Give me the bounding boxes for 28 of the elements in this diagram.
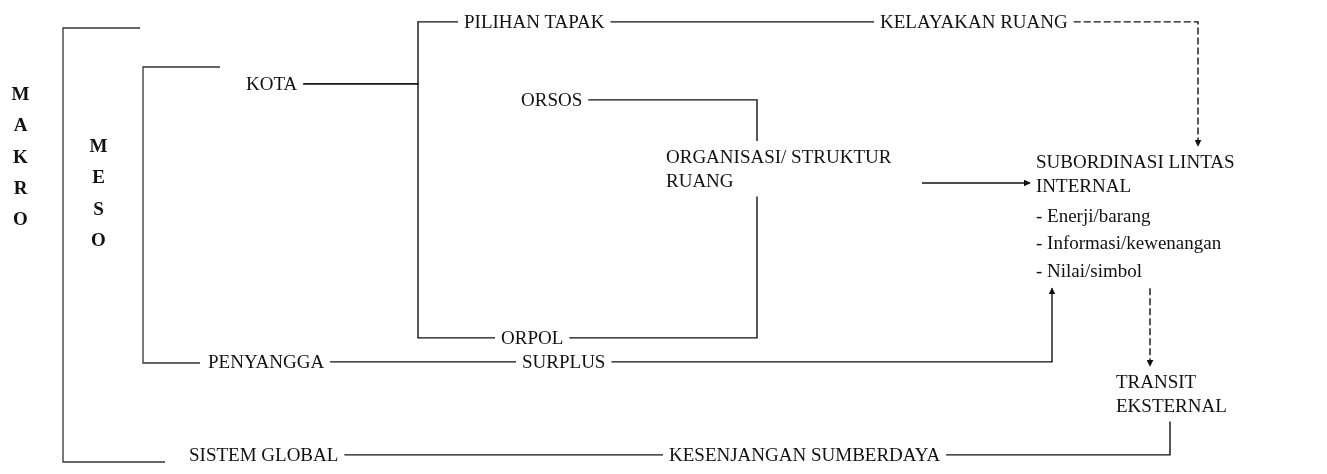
node-label: KOTA [246, 72, 298, 96]
node-label: SUBORDINASI LINTAS INTERNAL [1036, 150, 1236, 198]
connector-line [945, 420, 1171, 456]
node-label: PILIHAN TAPAK [464, 10, 605, 34]
node-label: PENYANGGA [208, 350, 325, 374]
node-label: ORSOS [521, 88, 583, 112]
node-label: KELAYAKAN RUANG [880, 10, 1068, 34]
arrow [610, 287, 1056, 363]
connector-line [302, 83, 496, 339]
node-label: KESENJANGAN SUMBERDAYA [669, 443, 941, 467]
vertical-label: MAKRO [11, 82, 30, 232]
node-label: ORGANISASI/ STRUKTUR RUANG [666, 145, 893, 193]
node-label: ORPOL [501, 326, 564, 350]
list-item: - Enerji/barang [1036, 203, 1151, 228]
node-label: SISTEM GLOBAL [189, 443, 339, 467]
node-label: TRANSIT EKSTERNAL [1116, 370, 1228, 418]
list-item: - Nilai/simbol [1036, 258, 1143, 283]
connector-line [587, 99, 758, 142]
arrow [1073, 21, 1202, 147]
connector-line [329, 361, 517, 363]
vertical-label: MESO [89, 134, 108, 253]
list-item: - Informasi/kewenangan [1036, 231, 1222, 256]
connector-line [568, 195, 758, 339]
connector-line [343, 454, 664, 456]
node-label: SURPLUS [522, 350, 606, 374]
arrow [1146, 287, 1154, 367]
arrow [921, 179, 1031, 187]
connector-line [609, 21, 875, 23]
